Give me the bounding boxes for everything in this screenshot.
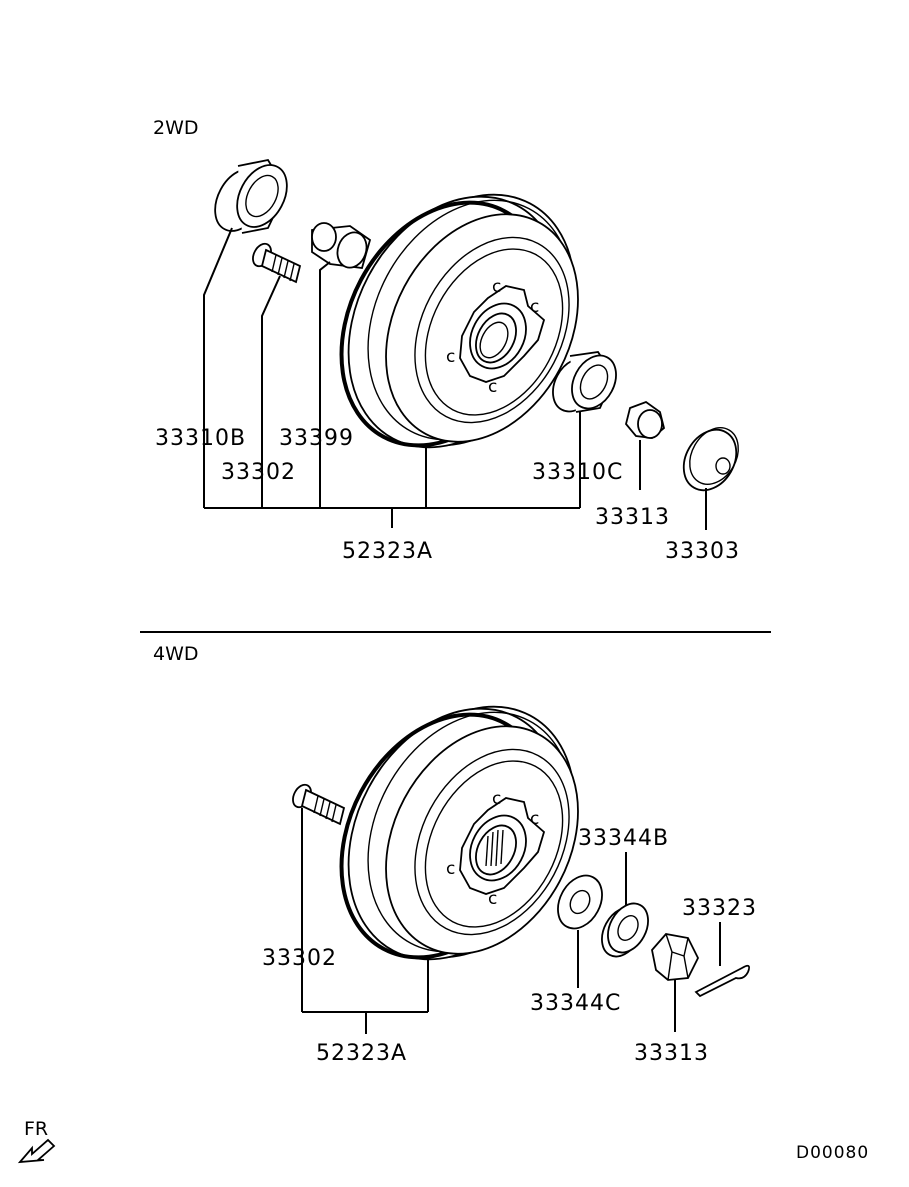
part-33399-spacer [311,222,372,269]
label-52323A-2wd: 52323A [342,539,433,564]
label-33313-4wd: 33313 [634,1041,709,1066]
svg-text:c: c [492,789,502,809]
leader-lines-4wd [301,808,721,1034]
label-33302-4wd: 33302 [262,946,337,971]
footer: FR D00080 [17,1118,869,1164]
section-title-2wd: 2WD [153,117,199,139]
label-52323A-4wd: 52323A [316,1041,407,1066]
part-33313-castle-nut [651,933,700,981]
section-2wd: 2WD [153,117,740,564]
section-4wd: 4WD c c [153,643,757,1066]
front-direction-label: FR [24,1118,48,1140]
svg-text:c: c [488,889,498,909]
svg-text:c: c [446,859,456,879]
part-33302-hub-bolt [252,242,302,284]
label-33310C: 33310C [532,460,623,485]
svg-text:c: c [488,377,498,397]
part-52323A-brake-drum-4wd: c c c c [339,705,579,961]
part-33344B-washer [601,902,649,958]
section-title-4wd: 4WD [153,643,199,665]
label-33344B: 33344B [578,826,669,851]
part-33302-hub-bolt-4wd [292,783,346,826]
part-52323A-brake-drum-2wd: c c c c [339,193,579,449]
part-33303-hub-cap [682,427,739,492]
part-33310B-seal [214,158,288,234]
front-direction-arrow-icon [17,1138,56,1164]
svg-text:c: c [446,347,456,367]
label-33323: 33323 [682,896,757,921]
part-33313-nut-2wd [625,400,666,439]
svg-text:c: c [530,809,540,829]
part-33344C-washer [557,874,603,930]
label-33399: 33399 [279,426,354,451]
part-33310C-bearing [552,351,617,413]
label-33344C: 33344C [530,991,621,1016]
label-33313-2wd: 33313 [595,505,670,530]
label-33302-2wd: 33302 [221,460,296,485]
leader-lines-2wd [203,227,707,530]
svg-text:c: c [530,297,540,317]
diagram-code: D00080 [796,1143,869,1163]
part-33323-cotter-pin [694,964,751,998]
label-33310B: 33310B [155,426,246,451]
label-33303: 33303 [665,539,740,564]
svg-text:c: c [492,277,502,297]
